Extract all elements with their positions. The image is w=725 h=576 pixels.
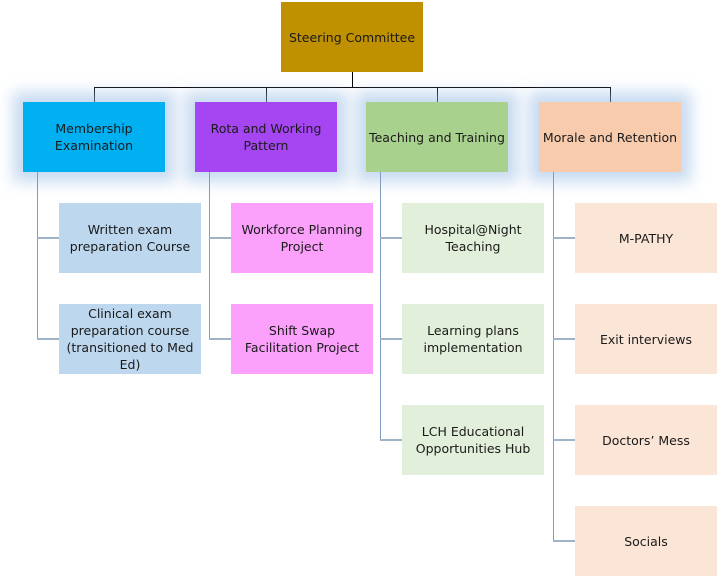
connector-root [352,72,353,87]
child-node: Workforce Planning Project [231,203,373,273]
node-label: Rota and Working Pattern [210,121,322,153]
node-label: Exit interviews [599,331,693,347]
child-connector [380,338,402,340]
child-connector [209,237,231,239]
branch-trunk [209,172,210,339]
node-label: Clinical exam preparation course (transi… [66,306,194,372]
child-node: Shift Swap Facilitation Project [231,304,373,374]
node-label: Learning plans implementation [423,323,523,355]
child-connector [553,237,575,239]
child-node: Learning plans implementation [402,304,544,374]
child-connector [553,540,575,542]
connector-branch [94,87,95,102]
child-connector [553,338,575,340]
branch-trunk [37,172,38,339]
child-node: Hospital@Night Teaching [402,203,544,273]
connector-branches [95,87,611,88]
child-connector [553,439,575,441]
node-label: LCH Educational Opportunities Hub [415,424,531,456]
branch-node: Membership Examination [23,102,165,172]
child-node: Clinical exam preparation course (transi… [59,304,201,374]
node-label: Written exam preparation Course [69,222,191,254]
branch-node: Rota and Working Pattern [195,102,337,172]
child-node: Written exam preparation Course [59,203,201,273]
connector-branch [437,87,438,102]
branch-trunk [553,172,554,541]
node-label: Steering Committee [288,29,416,45]
node-label: Doctors’ Mess [602,432,690,448]
node-label: Membership Examination [54,121,134,153]
root-node-steering-committee: Steering Committee [281,2,423,72]
node-label: Socials [624,533,668,549]
child-node: M-PATHY [575,203,717,273]
child-node: Doctors’ Mess [575,405,717,475]
connector-branch [610,87,611,102]
node-label: Workforce Planning Project [241,222,363,254]
child-connector [380,237,402,239]
node-label: M-PATHY [618,230,674,246]
node-label: Hospital@Night Teaching [424,222,522,254]
node-label: Shift Swap Facilitation Project [244,323,360,355]
child-connector [380,439,402,441]
child-node: Socials [575,506,717,576]
child-node: Exit interviews [575,304,717,374]
branch-node: Teaching and Training [366,102,508,172]
node-label: Morale and Retention [542,129,678,145]
connector-branch [266,87,267,102]
branch-node: Morale and Retention [539,102,681,172]
child-connector [37,237,59,239]
child-connector [37,338,59,340]
child-connector [209,338,231,340]
branch-trunk [380,172,381,440]
child-node: LCH Educational Opportunities Hub [402,405,544,475]
node-label: Teaching and Training [369,129,505,145]
